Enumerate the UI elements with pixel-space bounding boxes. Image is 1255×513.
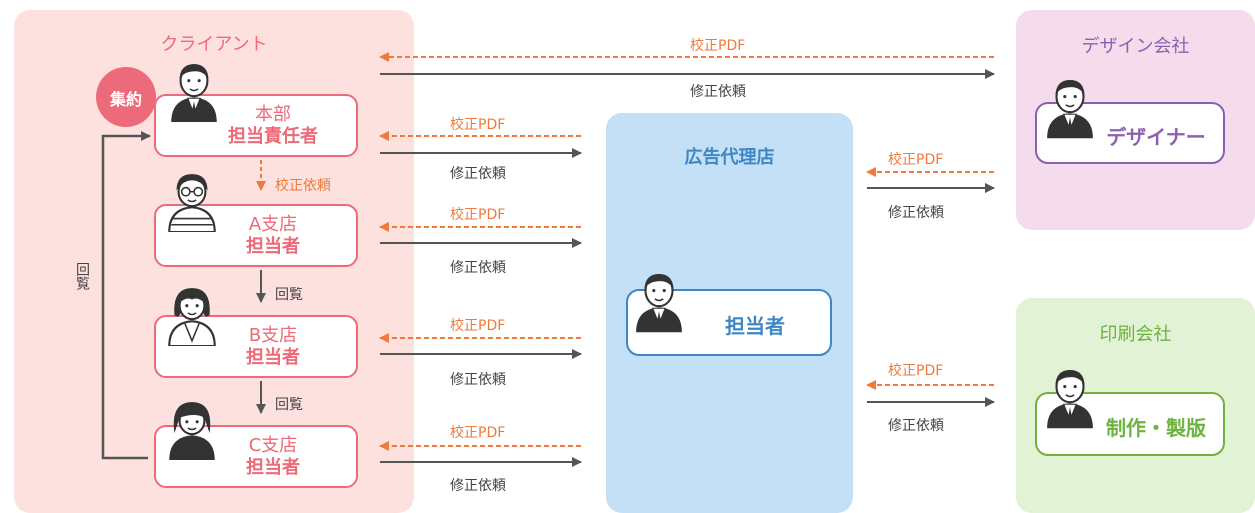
proof-label-a: 校正PDF (450, 207, 506, 223)
designer-person-icon (1044, 68, 1096, 146)
side-circulate-label: 回覧 (74, 262, 90, 290)
agency-role: 担当者 (725, 314, 785, 338)
circulate-label-1: 回覧 (275, 287, 303, 303)
request-label-a: 修正依頼 (450, 260, 506, 276)
aggregate-badge-label: 集約 (109, 90, 142, 109)
hq-name: 本部 (255, 104, 291, 125)
hq-card: 本部 担当責任者 (154, 94, 358, 157)
hq-person-icon (168, 60, 220, 122)
design-title: デザイン会社 (1081, 36, 1190, 57)
request-label-hq: 修正依頼 (450, 166, 506, 182)
branch-c-card: C支店 担当者 (154, 425, 358, 488)
design-role: デザイナー (1106, 125, 1206, 149)
request-label-c: 修正依頼 (450, 478, 506, 494)
proof-label-hq: 校正PDF (450, 117, 506, 133)
proof-label-top: 校正PDF (690, 38, 746, 54)
proof-label-design: 校正PDF (888, 152, 944, 168)
proof-label-b: 校正PDF (450, 318, 506, 334)
branch-b-role: 担当者 (246, 347, 300, 368)
print-title: 印刷会社 (1099, 324, 1172, 345)
return-circulate-arrow (101, 131, 151, 460)
branch-b-name: B支店 (248, 325, 298, 346)
proof-label-c: 校正PDF (450, 425, 506, 441)
print-role: 制作・製版 (1106, 416, 1206, 440)
branch-c-person-icon (166, 398, 218, 460)
branch-a-person-icon (166, 170, 218, 232)
agency-card (626, 289, 832, 356)
agency-title: 広告代理店 (684, 147, 775, 168)
branch-a-role: 担当者 (246, 236, 300, 257)
branch-b-person-icon (166, 284, 218, 346)
branch-c-name: C支店 (248, 435, 298, 456)
request-label-print: 修正依頼 (888, 418, 944, 434)
circulate-label-2: 回覧 (275, 397, 303, 413)
agency-person-icon (633, 258, 685, 344)
request-label-top: 修正依頼 (690, 84, 746, 100)
client-title: クライアント (160, 34, 268, 55)
correction-request-label: 校正依頼 (275, 178, 331, 194)
request-label-b: 修正依頼 (450, 372, 506, 388)
branch-c-role: 担当者 (246, 457, 300, 478)
print-person-icon (1044, 358, 1096, 436)
branch-a-name: A支店 (248, 214, 298, 235)
request-label-design: 修正依頼 (888, 205, 944, 221)
proof-label-print: 校正PDF (888, 363, 944, 379)
aggregate-badge (96, 67, 156, 127)
hq-role: 担当責任者 (228, 126, 318, 147)
